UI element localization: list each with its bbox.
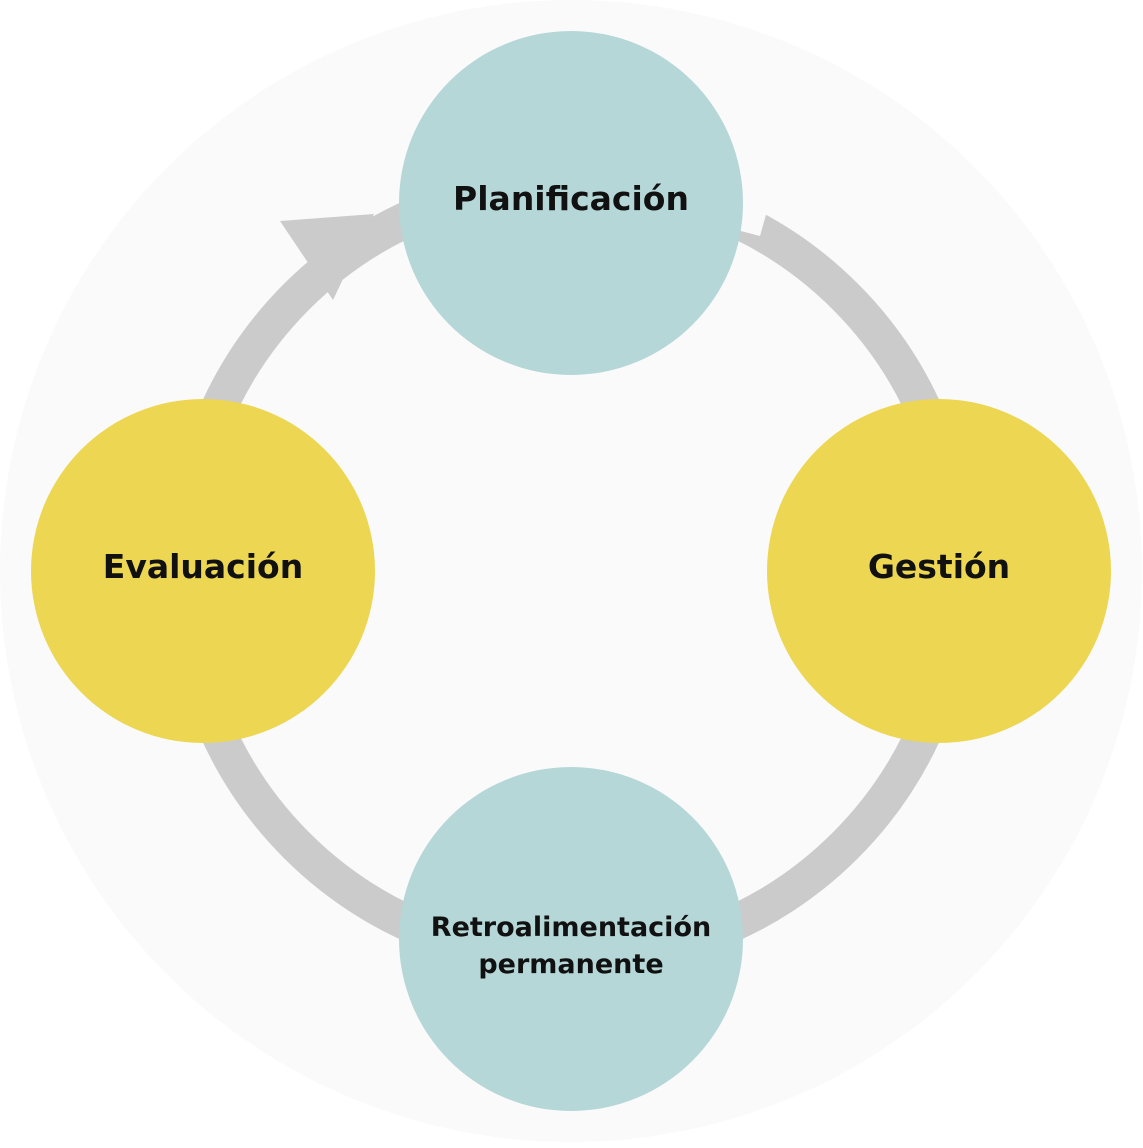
svg-text:Gestión: Gestión — [868, 547, 1010, 586]
cycle-arrowhead-icon — [280, 214, 374, 300]
svg-text:Retroalimentación: Retroalimentación — [431, 912, 711, 943]
node-gestion: Gestión — [767, 399, 1111, 743]
node-evaluacion: Evaluación — [31, 399, 375, 743]
node-retroalimentacion: Retroalimentación permanente — [399, 767, 743, 1111]
node-planificacion-label: Planificación — [453, 179, 689, 218]
svg-text:Evaluación: Evaluación — [103, 547, 303, 586]
node-gestion-label: Gestión — [868, 547, 1010, 586]
node-planificacion: Planificación — [399, 31, 743, 375]
node-planificacion-circle — [399, 31, 743, 375]
node-evaluacion-label: Evaluación — [103, 547, 303, 586]
node-gestion-circle — [767, 399, 1111, 743]
svg-text:Planificación: Planificación — [453, 179, 689, 218]
node-retroalimentacion-label-line2: permanente — [478, 949, 663, 980]
node-retroalimentacion-circle — [399, 767, 743, 1111]
node-retroalimentacion-label-line1: Retroalimentación — [431, 912, 711, 943]
node-evaluacion-circle — [31, 399, 375, 743]
svg-text:permanente: permanente — [478, 949, 663, 980]
